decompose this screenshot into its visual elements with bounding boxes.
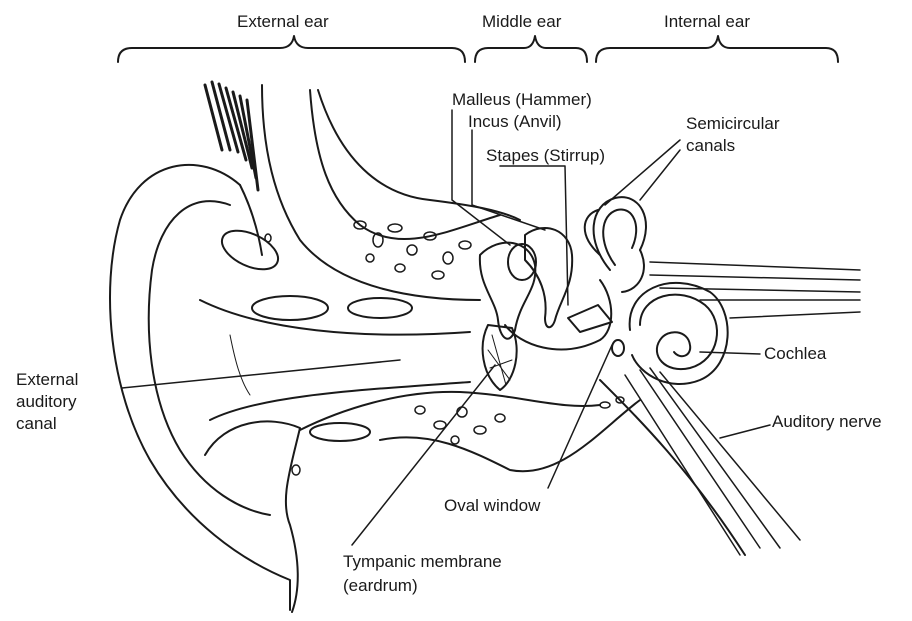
cartilage-plate-4 (310, 423, 370, 441)
helix-rim (240, 185, 262, 255)
incus-label: Incus (Anvil) (468, 112, 562, 132)
stapes-label: Stapes (Stirrup) (486, 146, 605, 166)
semicircular-leader-1 (605, 140, 680, 205)
pinna-inner-fold (149, 201, 270, 515)
canal-leader (122, 360, 400, 388)
tympanic-label-line-1: Tympanic membrane (343, 552, 502, 572)
skin-surface-upper (262, 85, 480, 300)
malleus-head (508, 244, 536, 280)
canal-label-line-3: canal (16, 414, 57, 434)
oval-window-label: Oval window (444, 496, 540, 516)
eardrum-rays (488, 335, 512, 385)
cochlea-leader (700, 352, 760, 354)
hair-strands (205, 82, 258, 190)
semicircular-canal-1 (594, 197, 646, 270)
canal-label-line-1: External (16, 370, 78, 390)
cartilage-plate-2 (252, 296, 328, 320)
canal-shading (230, 335, 250, 395)
lobe (205, 421, 300, 612)
leader-lines (122, 110, 770, 545)
cochlea-label: Cochlea (764, 344, 826, 364)
middle-ear-cavity (505, 280, 611, 349)
cartilage-plate-1 (216, 223, 284, 277)
malleus-label: Malleus (Hammer) (452, 90, 592, 110)
middle-ear-brace (475, 36, 587, 62)
auditory-nerve-fibers (625, 368, 800, 555)
semicircular-label-line-2: canals (686, 136, 735, 156)
middle-ear-label: Middle ear (482, 12, 561, 32)
pinna-outline (110, 165, 290, 610)
semicircular-label-line-1: Semicircular (686, 114, 780, 134)
stapes-bone (568, 305, 612, 332)
auditory-nerve-label: Auditory nerve (772, 412, 882, 432)
tympanic-leader (352, 365, 495, 545)
semicircular-canal-1-inner (603, 209, 636, 265)
semicircular-canal-3 (622, 250, 644, 292)
internal-ear-label: Internal ear (664, 12, 750, 32)
canal-upper-wall (200, 300, 470, 335)
oval-window-opening (612, 340, 624, 356)
auditory-nerve-leader (720, 425, 770, 438)
internal-ear-brace (596, 36, 838, 62)
canal-lower-wall (210, 382, 470, 420)
incus-bone (525, 228, 572, 327)
skin-surface-lower (300, 392, 600, 430)
external-ear-brace (118, 36, 465, 62)
cartilage-plate-3 (348, 298, 412, 318)
cochlea-spiral (640, 295, 717, 370)
canal-label-line-2: auditory (16, 392, 76, 412)
oval-window-leader (548, 345, 612, 488)
vestibular-nerve (650, 262, 860, 318)
eardrum (483, 325, 517, 390)
external-ear-label: External ear (237, 12, 329, 32)
tympanic-label-line-2: (eardrum) (343, 576, 418, 596)
